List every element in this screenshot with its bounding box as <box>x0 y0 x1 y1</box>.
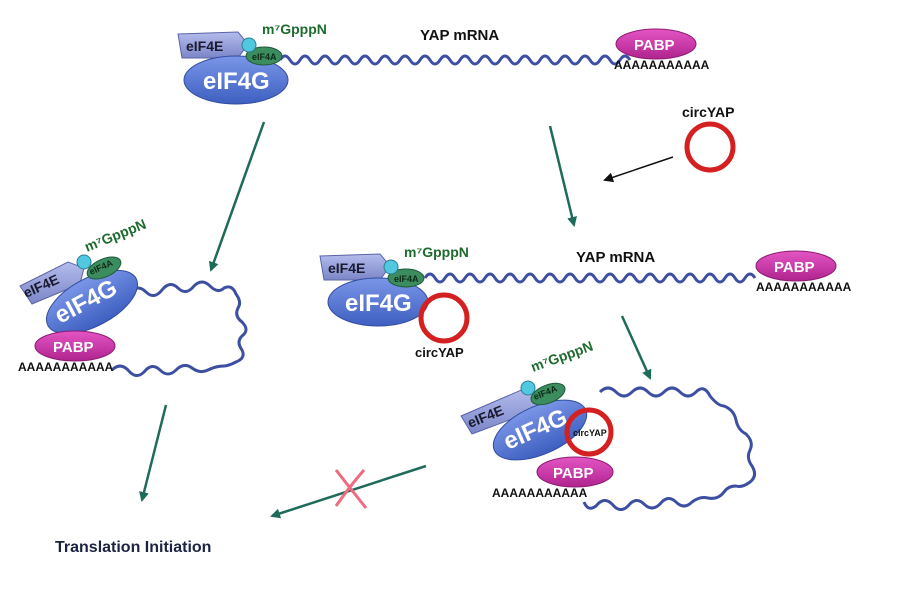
mrna-label: YAP mRNA <box>576 249 655 266</box>
eif4a-label: eIF4A <box>252 52 277 62</box>
pabp-protein: PABP <box>755 250 837 282</box>
translation-initiation-label: Translation Initiation <box>55 539 211 556</box>
polya-tail: AAAAAAAAAAA <box>492 486 588 500</box>
arrow-top-to-middle <box>548 125 577 227</box>
mrna-strand <box>423 272 757 284</box>
circyap-label: circYAP <box>573 428 607 438</box>
arrow-middle-to-lower <box>620 315 652 380</box>
polya-tail: AAAAAAAAAAA <box>756 280 852 294</box>
free-circyap: circYAP <box>682 104 736 173</box>
pabp-label: PABP <box>53 339 94 356</box>
cap-label: m⁷GpppN <box>262 21 327 37</box>
block-x-mark <box>334 469 368 509</box>
eif4e-label: eIF4E <box>186 38 223 54</box>
middle-complex: eIF4E eIF4G eIF4A m⁷GpppN YAP mRNA circY… <box>319 244 852 360</box>
eif4e-protein: eIF4E <box>177 31 249 59</box>
circyap-label: circYAP <box>415 345 464 360</box>
top-complex: eIF4E eIF4G eIF4A m⁷GpppN YAP mRNA PABP … <box>177 21 710 105</box>
eif4e-label: eIF4E <box>328 260 365 276</box>
mrna-label: YAP mRNA <box>420 27 499 44</box>
pabp-protein: PABP <box>615 28 697 60</box>
cap-bead <box>383 259 399 275</box>
pabp-label: PABP <box>774 259 815 276</box>
cap-bead <box>241 37 257 53</box>
circyap-label: circYAP <box>682 104 734 120</box>
eif4g-protein: eIF4G <box>183 55 289 105</box>
left-loop-complex: eIF4E eIF4G eIF4A m⁷GpppN PABP AAAAAAAAA… <box>18 216 248 377</box>
polya-tail: AAAAAAAAAAA <box>614 58 710 72</box>
pabp-label: PABP <box>553 465 594 482</box>
eif4g-label: eIF4G <box>203 68 270 95</box>
binding-arrow <box>603 156 674 183</box>
circyap-ring <box>418 292 470 344</box>
cap-label: m⁷GpppN <box>82 216 148 255</box>
circyap-ring <box>564 407 614 457</box>
circyap-ring <box>684 121 736 173</box>
lower-right-complex: eIF4E eIF4G eIF4A m⁷GpppN circYAP PABP A… <box>460 338 757 511</box>
cap-label: m⁷GpppN <box>404 244 469 260</box>
pabp-protein: PABP <box>34 330 116 362</box>
polya-tail: AAAAAAAAAAA <box>18 360 114 374</box>
eif4g-label: eIF4G <box>345 290 412 317</box>
cap-bead <box>520 380 536 396</box>
eif4e-protein: eIF4E <box>319 253 391 281</box>
mrna-loop <box>110 280 248 377</box>
eif4a-protein: eIF4A <box>245 46 283 66</box>
arrow-top-to-left <box>208 121 266 272</box>
mrna-strand <box>278 54 632 66</box>
arrow-left-to-translation <box>139 404 168 502</box>
arrow-blocked <box>270 464 427 519</box>
pabp-label: PABP <box>634 37 675 54</box>
mrna-loop <box>582 386 757 511</box>
eif4a-label: eIF4A <box>394 274 419 284</box>
cap-bead <box>76 254 92 270</box>
pabp-protein: PABP <box>536 456 614 488</box>
cap-label: m⁷GpppN <box>529 338 595 375</box>
eif4a-protein: eIF4A <box>387 268 425 288</box>
